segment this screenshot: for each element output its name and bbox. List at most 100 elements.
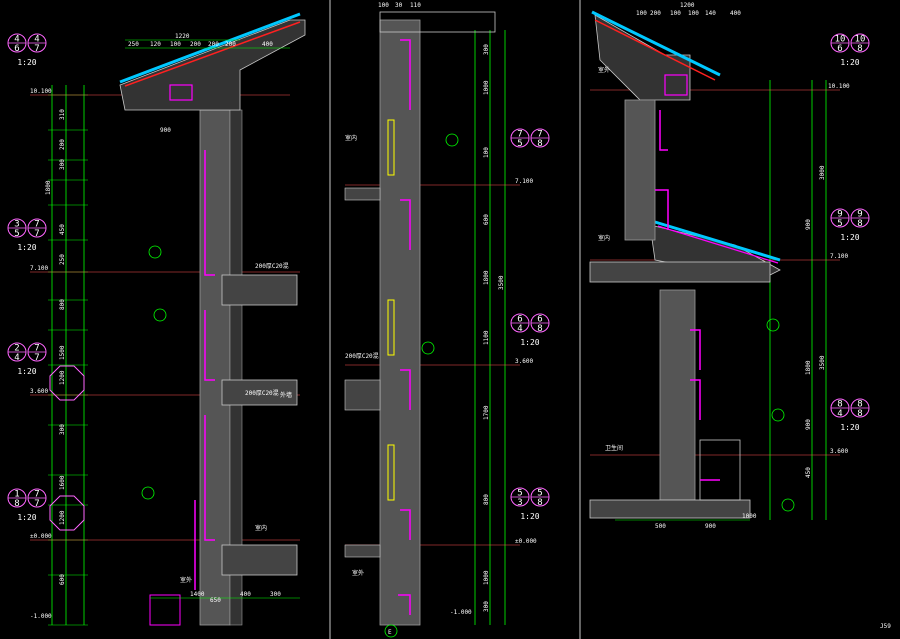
left-callout-2-bottom-left: 4 xyxy=(14,353,19,363)
left-callout-0-right: 4 xyxy=(34,35,39,45)
middle-level-3: -1.000 xyxy=(450,609,472,616)
right-vdim-1: 900 xyxy=(805,219,812,230)
right-callout-2-right: 8 xyxy=(857,400,862,410)
right-dim-chain xyxy=(769,80,827,520)
left-level-2: 3.600 xyxy=(30,388,48,395)
right-callout-1-scale: 1:20 xyxy=(840,233,859,242)
left-callout-3-bottom-right: 7 xyxy=(34,499,39,509)
right-detail-marker-2 xyxy=(766,318,780,332)
right-level-0: 10.100 xyxy=(828,83,850,90)
left-bottom-dim-2: 300 xyxy=(270,591,281,598)
middle-vdim-5: 3500 xyxy=(498,275,505,290)
left-note-4: 室外 xyxy=(180,576,192,584)
middle-detail-marker-1 xyxy=(421,341,435,355)
left-callout-1-bottom-right: 7 xyxy=(34,229,39,239)
middle-vdim-1: 1000 xyxy=(483,80,490,95)
right-vdim-5: 450 xyxy=(805,467,812,478)
middle-callout-0-right: 7 xyxy=(537,130,542,140)
right-bottom-dim-1: 900 xyxy=(705,523,716,530)
middle-top-dim-0: 100 xyxy=(378,2,389,9)
left-vdim-3: 1800 xyxy=(45,180,52,195)
left-top-dim-5: 200 xyxy=(208,41,219,48)
right-bottom-dim-0: 500 xyxy=(655,523,666,530)
right-level-1: 7.100 xyxy=(830,253,848,260)
left-vdim-2: 300 xyxy=(59,159,66,170)
middle-vdim-6: 1100 xyxy=(483,330,490,345)
left-level-0: 10.100 xyxy=(30,88,52,95)
middle-callout-1-bottom-left: 4 xyxy=(517,324,522,334)
middle-vdim-4: 1800 xyxy=(483,270,490,285)
left-callout-1-scale: 1:20 xyxy=(17,243,36,252)
middle-note-1: 室内 xyxy=(345,134,357,142)
left-vdim-12: 600 xyxy=(59,574,66,585)
right-callout-1-bottom-right: 8 xyxy=(857,219,862,229)
left-top-dim-1: 250 xyxy=(128,41,139,48)
middle-vdim-9: 1000 xyxy=(483,570,490,585)
left-octagon-marker-1 xyxy=(49,495,85,531)
left-octagon-marker-0 xyxy=(49,365,85,401)
left-vdim-11: 1200 xyxy=(59,510,66,525)
left-callout-3-scale: 1:20 xyxy=(17,513,36,522)
left-callout-0-scale: 1:20 xyxy=(17,58,36,67)
right-callout-1-top: 9 xyxy=(837,210,842,220)
left-callout-2-bottom-right: 7 xyxy=(34,353,39,363)
left-panel: 1220 250 120 100 200 200 200 400 10.100 … xyxy=(30,12,306,626)
left-vdim-7: 1500 xyxy=(59,345,66,360)
right-callout-1-right: 9 xyxy=(857,210,862,220)
middle-vdim-2: 100 xyxy=(483,147,490,158)
right-top-dim-1: 100 xyxy=(636,10,647,17)
left-note-2: 外墙 xyxy=(280,391,292,399)
middle-callout-1-bottom-right: 8 xyxy=(537,324,542,334)
right-callout-1-bottom-left: 5 xyxy=(837,219,842,229)
right-waterproof-lines xyxy=(655,110,720,481)
left-note-0: 200厚C20混 xyxy=(255,262,289,270)
left-vdim-0: 310 xyxy=(59,109,66,120)
middle-note-0: 200厚C20混 xyxy=(345,352,379,360)
right-callout-2-bottom-right: 8 xyxy=(857,409,862,419)
middle-callout-0-bottom-left: 5 xyxy=(517,139,522,149)
left-dim-chain xyxy=(51,85,85,625)
left-bottom-dim-1: 400 xyxy=(240,591,251,598)
left-callout-3-bottom-left: 8 xyxy=(14,499,19,509)
left-vdim-6: 800 xyxy=(59,299,66,310)
left-top-dim-6: 200 xyxy=(225,41,236,48)
middle-callout-2-bottom-right: 8 xyxy=(537,498,542,508)
right-vdim-3: 3500 xyxy=(819,355,826,370)
left-callout-1-bottom-left: 5 xyxy=(14,229,19,239)
left-vdim-5: 250 xyxy=(59,254,66,265)
right-top-dim-5: 140 xyxy=(705,10,716,17)
middle-vdim-0: 300 xyxy=(483,44,490,55)
right-callout-0-bottom-right: 8 xyxy=(857,44,862,54)
left-top-dim-7: 400 xyxy=(262,41,273,48)
right-top-dim-0: 1200 xyxy=(680,2,695,9)
right-vdim-2: 1800 xyxy=(805,360,812,375)
left-vdim-8: 1200 xyxy=(59,370,66,385)
right-callout-2-bottom-left: 4 xyxy=(837,409,842,419)
right-vdim-0: 3000 xyxy=(819,165,826,180)
left-callout-0-bottom-left: 6 xyxy=(14,44,19,54)
middle-top-dim-2: 110 xyxy=(410,2,421,9)
right-top-dim-4: 100 xyxy=(688,10,699,17)
right-top-dim-6: 400 xyxy=(730,10,741,17)
left-callout-2-right: 7 xyxy=(34,344,39,354)
right-detail-marker-1 xyxy=(781,498,795,512)
sheet-number: J59 xyxy=(880,623,891,630)
left-callout-3-top: 1 xyxy=(14,490,19,500)
panel-separators xyxy=(329,0,581,639)
left-callout-2-scale: 1:20 xyxy=(17,367,36,376)
middle-vdim-8: 800 xyxy=(483,494,490,505)
left-callout-1-right: 7 xyxy=(34,220,39,230)
right-callout-0-scale: 1:20 xyxy=(840,58,859,67)
right-note-1: 室外 xyxy=(598,66,610,74)
left-vdim-1: 200 xyxy=(59,139,66,150)
right-callout-0-right: 10 xyxy=(855,35,866,45)
